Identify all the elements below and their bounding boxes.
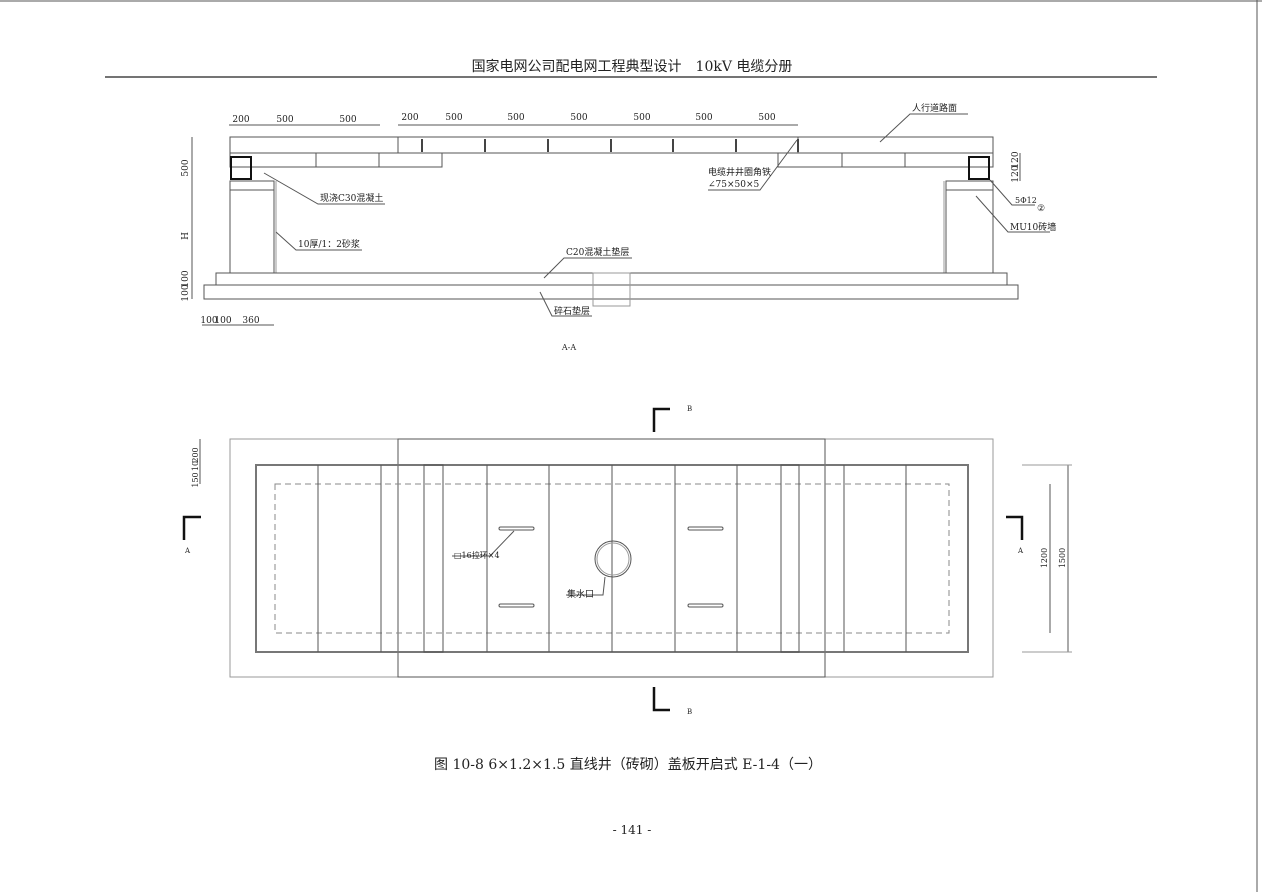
drawing-label: 200 bbox=[191, 447, 200, 462]
drawing-label: 500 bbox=[633, 113, 650, 123]
drawing-label: 100 bbox=[214, 316, 231, 326]
drawing-label: A bbox=[184, 547, 191, 555]
drawing-label: 500 bbox=[276, 115, 293, 125]
gravel-layer bbox=[203, 284, 1019, 300]
left-ring-beam bbox=[230, 156, 252, 180]
drawing-label: 100 bbox=[200, 316, 217, 326]
drawing-label: 500 bbox=[695, 113, 712, 123]
drawing-label: 200 bbox=[232, 115, 249, 125]
drawing-label: ② bbox=[1037, 204, 1045, 214]
drawing-label: ∠75×50×5 bbox=[708, 180, 760, 190]
drawing-label: 120 bbox=[1011, 165, 1021, 182]
drawing-label: 100 bbox=[181, 284, 191, 301]
drawing-label: 碎石垫层 bbox=[554, 305, 590, 317]
section-mark-b-bottom bbox=[652, 687, 670, 712]
drawing-label: 5Φ12 bbox=[1015, 196, 1037, 205]
section-label: A-A bbox=[561, 343, 576, 352]
section-mark-a-right bbox=[1006, 515, 1024, 540]
drawing-label: 现浇C30混凝土 bbox=[320, 192, 383, 204]
drawing-label: 500 bbox=[758, 113, 775, 123]
drawing-label: MU10砖墙 bbox=[1010, 221, 1056, 233]
drawing-label: 电缆井井圈角铁 bbox=[708, 166, 771, 178]
drawing-label: 500 bbox=[507, 113, 524, 123]
drawing-label: 10 bbox=[191, 461, 200, 471]
drawing-label: 1200 bbox=[1040, 548, 1049, 568]
drawing-label: 360 bbox=[242, 316, 259, 326]
drawing-label: C20混凝土垫层 bbox=[566, 246, 629, 258]
i-beams bbox=[421, 139, 799, 152]
drawing-label: 200 bbox=[401, 113, 418, 123]
drawing-label: □16拉环×4 bbox=[454, 550, 500, 560]
left-wall bbox=[229, 180, 275, 274]
drawing-label: B bbox=[687, 405, 692, 413]
pull-rings bbox=[498, 526, 724, 608]
plan-view: □16拉环×4 集水口 200 10 150 1200 1500 B B A A bbox=[182, 405, 1072, 716]
drawing-label: A bbox=[1017, 547, 1024, 555]
sump-circle bbox=[594, 540, 632, 578]
header-title: 国家电网公司配电网工程典型设计 10kV 电缆分册 bbox=[472, 58, 793, 75]
right-ring-beam bbox=[968, 156, 990, 180]
section-mark-b-top bbox=[652, 407, 670, 432]
drawing-label: 150 bbox=[191, 472, 200, 487]
cover-region bbox=[397, 438, 826, 678]
drawing-label: 100 bbox=[181, 270, 191, 287]
drawing-label: 120 bbox=[1011, 151, 1021, 168]
drawing-label: 500 bbox=[570, 113, 587, 123]
drawing-label: 500 bbox=[339, 115, 356, 125]
page-number: - 141 - bbox=[613, 823, 652, 837]
figure-caption: 图 10-8 6×1.2×1.5 直线井（砖砌）盖板开启式 E-1-4（一） bbox=[434, 756, 822, 773]
right-wall bbox=[945, 180, 994, 274]
c20-concrete-layer bbox=[215, 272, 1008, 286]
drawing-label: 人行道路面 bbox=[912, 102, 957, 114]
drawing-label: H bbox=[181, 232, 191, 240]
drawing-label: 500 bbox=[181, 159, 191, 176]
drawing-label: 集水口 bbox=[567, 588, 594, 600]
drawing-label: 1500 bbox=[1058, 548, 1067, 568]
drawing-label: 10厚/1：2砂浆 bbox=[298, 238, 360, 250]
section-aa: 200 500 500 200 500 500 500 500 500 500 … bbox=[181, 102, 1056, 352]
cover-plates bbox=[397, 136, 799, 154]
drawing-label: 500 bbox=[445, 113, 462, 123]
drawing-label: B bbox=[687, 708, 692, 716]
section-mark-a-left bbox=[182, 515, 201, 540]
